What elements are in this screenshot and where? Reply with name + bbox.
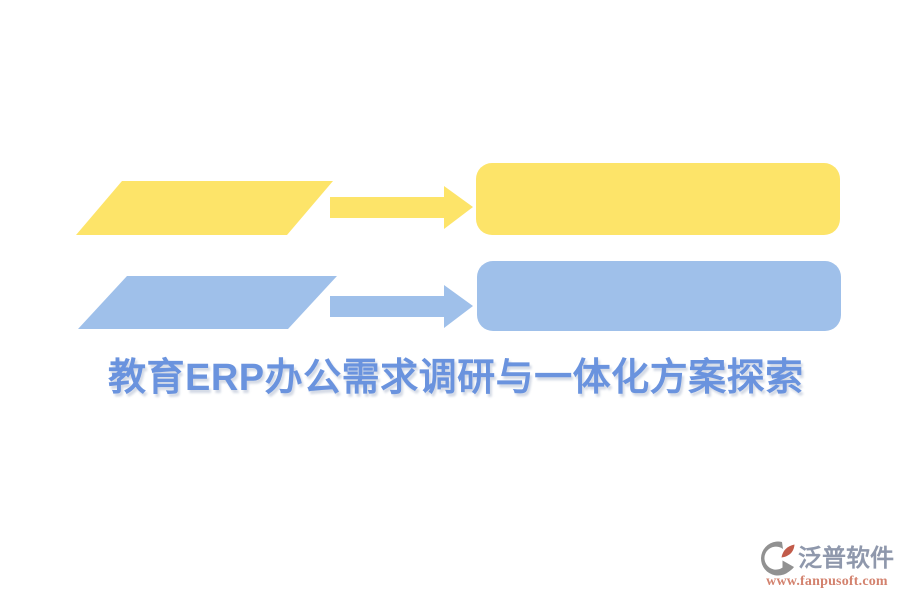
row1-parallelogram — [76, 181, 333, 235]
flow-row-1 — [76, 163, 840, 235]
row1-right-arrow — [330, 186, 473, 229]
fanpu-logo: 泛普软件 www.fanpusoft.com — [760, 541, 894, 590]
fanpu-logo-top: 泛普软件 — [760, 541, 894, 577]
row1-rounded-rectangle — [476, 163, 840, 235]
fanpu-circle-logo-icon — [761, 541, 795, 576]
fanpu-logo-url: www.fanpusoft.com — [766, 574, 888, 589]
page-title: 教育ERP办公需求调研与一体化方案探索 — [108, 357, 804, 399]
fanpu-logo-name: 泛普软件 — [798, 544, 894, 572]
row2-rounded-rectangle — [477, 261, 841, 331]
row2-parallelogram — [78, 276, 337, 329]
flow-row-2 — [78, 261, 841, 331]
row2-right-arrow — [330, 285, 473, 328]
